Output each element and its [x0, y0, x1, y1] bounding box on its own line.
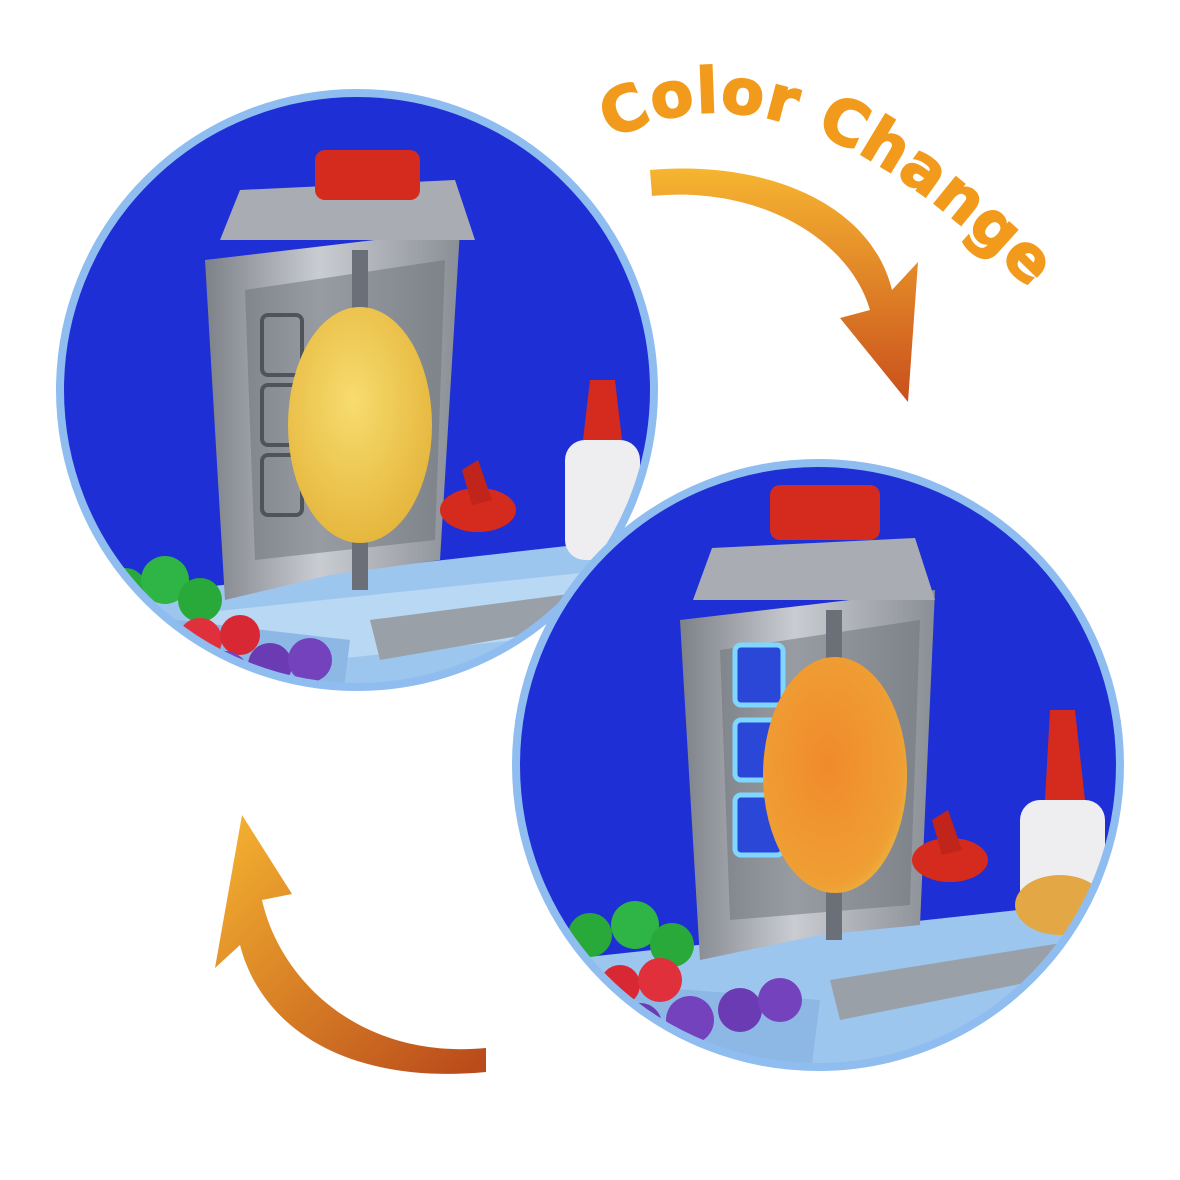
- before-photo: [56, 89, 658, 691]
- led-light: [732, 642, 786, 708]
- arrow-icon: [650, 168, 918, 402]
- dough: [763, 657, 907, 893]
- arrow-icon: [215, 815, 486, 1074]
- dough: [288, 307, 432, 543]
- after-photo: [512, 459, 1124, 1071]
